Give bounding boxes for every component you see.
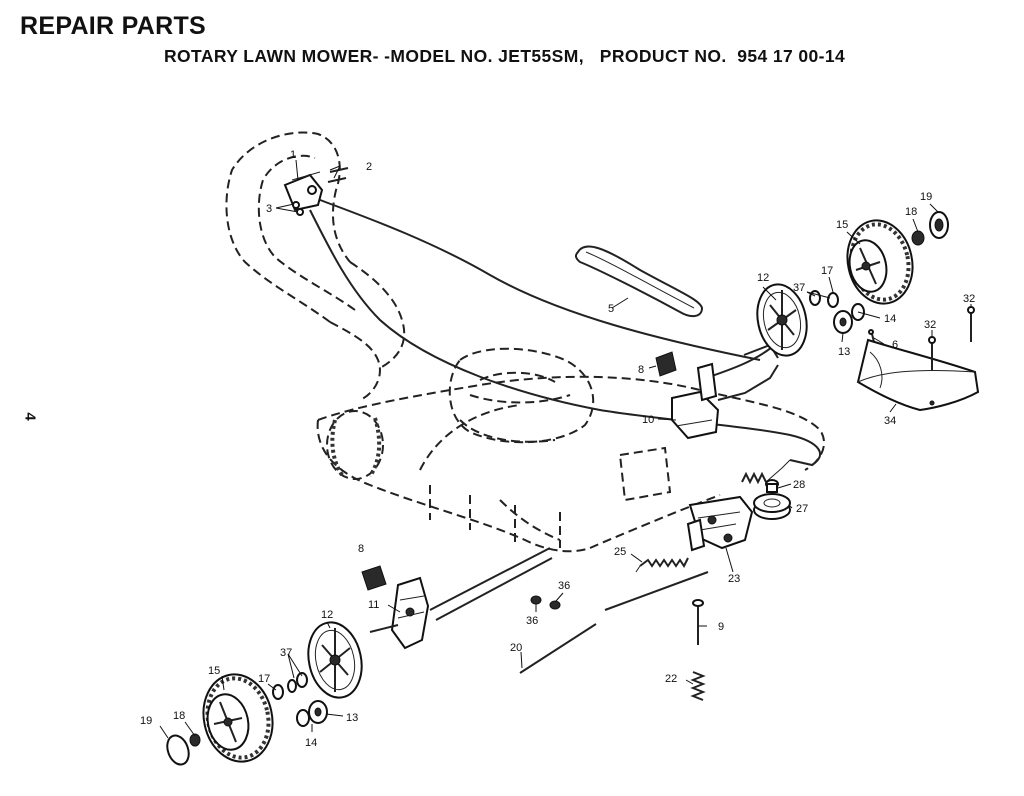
left-pinion (296, 700, 328, 727)
right-nut-and-cap (911, 211, 949, 246)
bolts-32 (928, 306, 975, 370)
callout-37-upper: 37 (793, 282, 805, 294)
callout-28: 28 (793, 479, 805, 491)
right-gear-wheel (756, 283, 808, 357)
page-title: REPAIR PARTS (20, 12, 207, 40)
rod-long (604, 571, 709, 611)
callout-17-upper: 17 (821, 265, 833, 277)
nuts-36 (530, 595, 561, 610)
callout-10: 10 (642, 414, 654, 426)
callout-1: 1 (290, 149, 296, 161)
pulley-27 (753, 493, 791, 520)
callout-12-upper: 12 (757, 272, 769, 284)
page-subtitle: ROTARY LAWN MOWER- -MODEL NO. JET55SM, P… (164, 46, 846, 66)
gear-housing (671, 343, 779, 440)
callout-18-upper: 18 (905, 206, 917, 218)
spring-22 (690, 671, 706, 701)
callout-19-lower: 19 (140, 715, 152, 727)
callout-5: 5 (608, 303, 614, 315)
callout-36-upper: 36 (558, 580, 570, 592)
spring-upper (741, 459, 791, 485)
callout-3: 3 (266, 203, 272, 215)
callout-34: 34 (884, 415, 896, 427)
callout-22: 22 (665, 673, 677, 685)
wheel-cover-upper (655, 351, 677, 377)
handle-outline (225, 131, 406, 401)
drive-belt (574, 245, 704, 318)
callout-18-lower: 18 (173, 710, 185, 722)
callout-36-lower: 36 (526, 615, 538, 627)
gearcase-11 (369, 576, 430, 650)
control-lever (283, 167, 349, 216)
height-adjust-bracket (686, 495, 754, 552)
control-cables (309, 199, 822, 467)
spring-25 (635, 557, 689, 573)
callout-32-right: 32 (963, 293, 975, 305)
phantom-wheel-left (326, 410, 384, 480)
callout-15-upper: 15 (836, 219, 848, 231)
callout-6: 6 (892, 339, 898, 351)
callout-15-lower: 15 (208, 665, 220, 677)
left-nut-and-cap (166, 733, 201, 766)
bolt-28 (765, 479, 779, 493)
callout-13-upper: 13 (838, 346, 850, 358)
leader-lines (159, 159, 972, 739)
wheel-cover-lower (361, 565, 387, 591)
left-wheel (202, 673, 274, 763)
callout-13-lower: 13 (346, 712, 358, 724)
axle-rod-20 (519, 623, 597, 674)
callout-8-lower: 8 (358, 543, 364, 555)
bolt-9 (692, 599, 704, 645)
callout-32-middle: 32 (924, 319, 936, 331)
callout-19-upper: 19 (920, 191, 932, 203)
callout-9: 9 (718, 621, 724, 633)
right-wheel (846, 219, 914, 305)
callout-25: 25 (614, 546, 626, 558)
right-washers (809, 290, 865, 334)
left-gear-wheel (307, 621, 363, 699)
callout-numbers: 1 2 3 5 6 8 8 9 10 11 12 12 13 13 14 14 … (140, 149, 975, 749)
left-washers (272, 672, 308, 700)
callout-20: 20 (510, 642, 522, 654)
callout-23: 23 (728, 573, 740, 585)
mower-deck-outline (316, 347, 825, 553)
callout-12-lower: 12 (321, 609, 333, 621)
callout-8-upper: 8 (638, 364, 644, 376)
callout-14-upper: 14 (884, 313, 896, 325)
callout-2: 2 (366, 161, 372, 173)
callout-14-lower: 14 (305, 737, 317, 749)
rear-deflector (856, 338, 980, 412)
front-axle (429, 547, 553, 621)
callout-11: 11 (368, 599, 379, 611)
callout-27: 27 (796, 503, 808, 515)
callout-37-lower: 37 (280, 647, 292, 659)
callout-17-lower: 17 (258, 673, 270, 685)
